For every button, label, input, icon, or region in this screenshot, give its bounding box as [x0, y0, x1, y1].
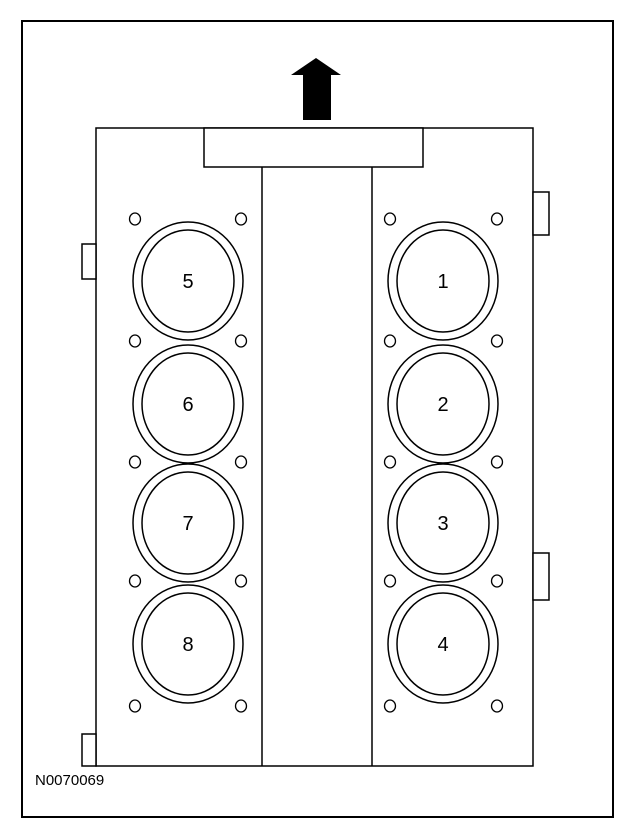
- bolt-hole: [490, 699, 504, 713]
- cylinder-bore-6: [141, 352, 235, 456]
- bolt-hole: [383, 212, 397, 226]
- cylinder-number-7: 7: [182, 513, 193, 535]
- bolt-hole: [234, 212, 248, 226]
- cylinder-number-5: 5: [182, 271, 193, 293]
- cylinder-bore-8: [141, 592, 235, 696]
- cylinder-number-3: 3: [437, 513, 448, 535]
- bolt-hole: [128, 699, 142, 713]
- cylinder-4: 4: [387, 584, 499, 704]
- side-tab-right-upper: [532, 191, 550, 236]
- cylinder-number-4: 4: [437, 634, 448, 656]
- bolt-hole: [234, 574, 248, 588]
- cylinder-2: 2: [387, 344, 499, 464]
- bolt-hole: [383, 334, 397, 348]
- up-arrow-icon: [291, 58, 341, 120]
- bolt-hole: [234, 699, 248, 713]
- bolt-hole: [234, 334, 248, 348]
- bolt-hole: [490, 212, 504, 226]
- cylinder-bore-2: [396, 352, 490, 456]
- cylinder-bore-3: [396, 471, 490, 575]
- side-tab-left-upper: [81, 243, 97, 280]
- cylinder-number-6: 6: [182, 394, 193, 416]
- cylinder-bore-7: [141, 471, 235, 575]
- side-tab-left-lower: [81, 733, 97, 767]
- cylinder-bore-4: [396, 592, 490, 696]
- bolt-hole: [128, 212, 142, 226]
- cylinder-1: 1: [387, 221, 499, 341]
- front-cover-tab: [203, 127, 424, 168]
- cylinder-7: 7: [132, 463, 244, 583]
- bolt-hole: [128, 455, 142, 469]
- bolt-hole: [383, 699, 397, 713]
- figure-id-label: N0070069: [35, 772, 104, 789]
- cylinder-bore-5: [141, 229, 235, 333]
- side-tab-right-lower: [532, 552, 550, 601]
- cylinder-number-1: 1: [437, 271, 448, 293]
- bolt-hole: [490, 334, 504, 348]
- bolt-hole: [383, 574, 397, 588]
- cylinders-layer: 5 6 7 8 1 2 3 4: [132, 221, 499, 704]
- bolt-hole: [128, 574, 142, 588]
- cylinder-6: 6: [132, 344, 244, 464]
- cylinder-3: 3: [387, 463, 499, 583]
- bolt-hole: [383, 455, 397, 469]
- cylinder-bore-1: [396, 229, 490, 333]
- bolt-hole: [490, 455, 504, 469]
- cylinder-8: 8: [132, 584, 244, 704]
- bolt-hole: [490, 574, 504, 588]
- bolt-holes-layer: [128, 212, 504, 713]
- cylinder-5: 5: [132, 221, 244, 341]
- cylinder-number-2: 2: [437, 394, 448, 416]
- bolt-hole: [234, 455, 248, 469]
- cylinder-number-8: 8: [182, 634, 193, 656]
- bolt-hole: [128, 334, 142, 348]
